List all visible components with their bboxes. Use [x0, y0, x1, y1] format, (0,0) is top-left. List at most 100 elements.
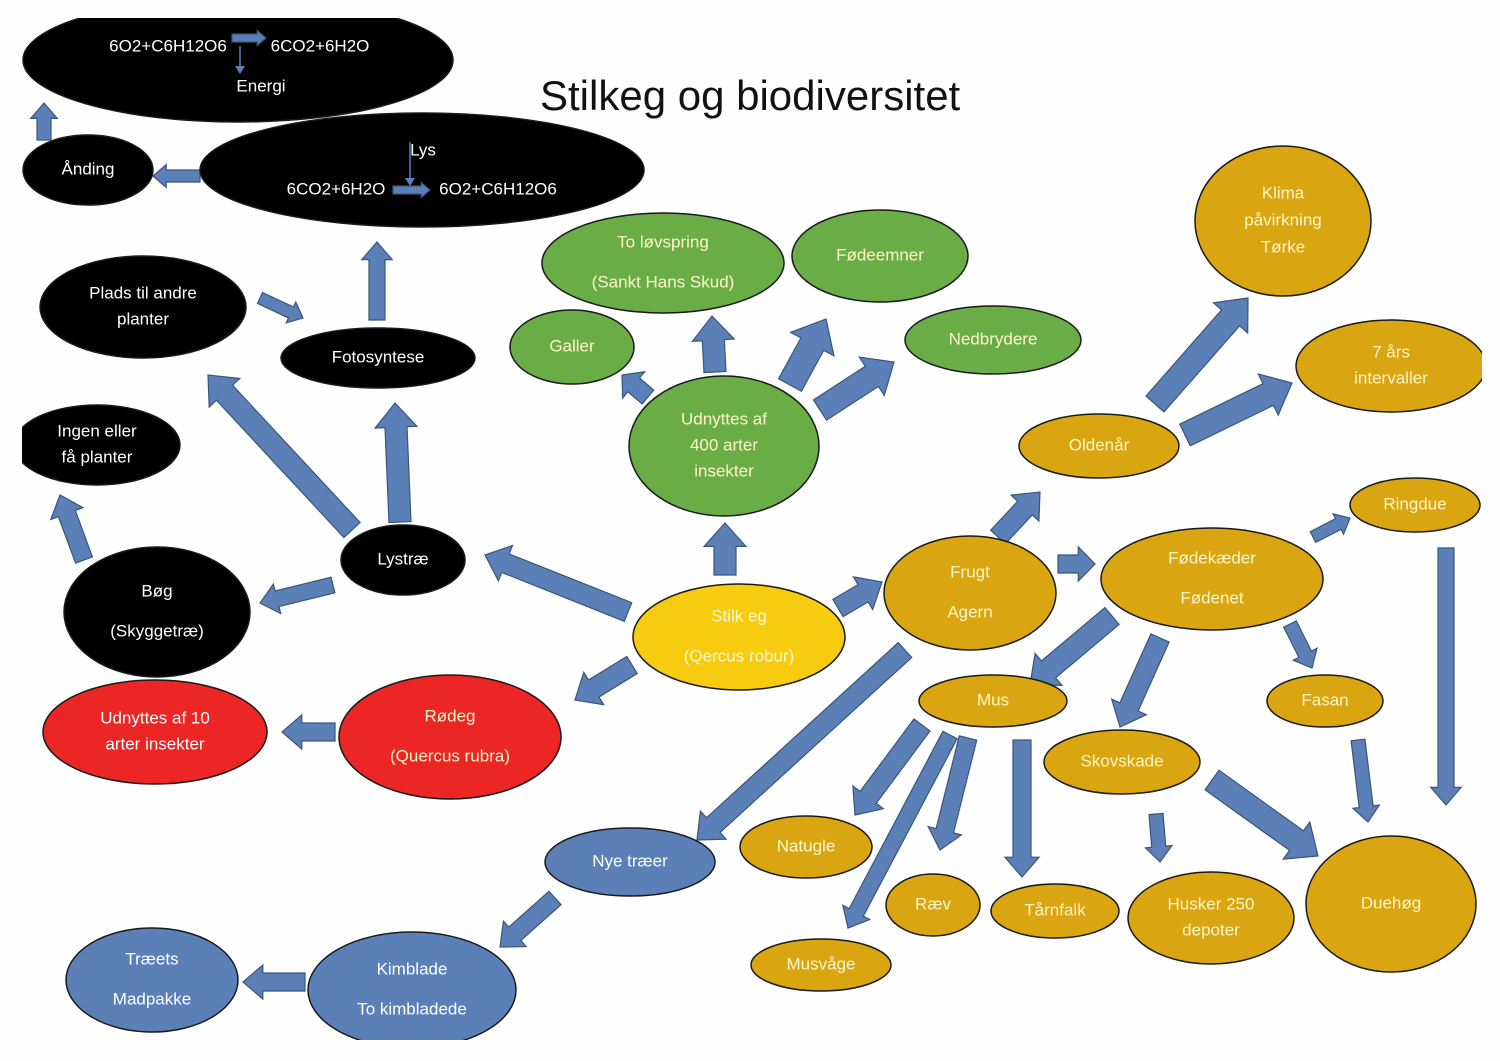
- node-raev[interactable]: Ræv: [885, 873, 981, 937]
- node-label: Duehøg: [1361, 893, 1421, 912]
- node-fasan[interactable]: Fasan: [1266, 674, 1384, 728]
- node-shape: [918, 674, 1068, 728]
- node-label: Energi: [236, 76, 285, 95]
- node-duehog[interactable]: Duehøg: [1305, 835, 1477, 973]
- node-label: Stilk eg: [711, 606, 767, 625]
- node-skovskade[interactable]: Skovskade: [1043, 729, 1201, 795]
- arrow-rodeg-to-udnyttes10: [281, 713, 336, 751]
- node-label: Natugle: [777, 836, 836, 855]
- node-label: Klima: [1262, 183, 1305, 202]
- arrow-frugt-to-oldenaar: [989, 491, 1041, 545]
- node-label: 7 års: [1372, 342, 1410, 361]
- node-label: Musvåge: [787, 954, 856, 973]
- node-label: Frugt: [950, 562, 990, 581]
- arrow-stilkeg-to-rodeg: [574, 655, 639, 706]
- arrow-oldenaar-to-syvaars: [1179, 373, 1293, 447]
- node-bog[interactable]: Bøg (Skyggetræ): [63, 546, 251, 678]
- node-fodeemner[interactable]: Fødeemner: [791, 209, 969, 303]
- node-label: Udnyttes af 10: [100, 708, 210, 727]
- arrow-udnyttes400-to-lovspring: [691, 315, 736, 374]
- energy-arrowhead: [235, 66, 245, 74]
- node-shape: [340, 524, 466, 596]
- node-oldenaar[interactable]: Oldenår: [1018, 413, 1180, 479]
- node-shape: [883, 535, 1057, 651]
- arrow-stilkeg-to-lystrae: [484, 544, 633, 623]
- arrow-fodekaeder-to-fasan: [1282, 620, 1318, 669]
- arrow-lystrae-to-bog: [259, 576, 336, 615]
- node-shape: [750, 938, 892, 992]
- arrow-lystrae-to-fotosyntese: [373, 402, 419, 524]
- node-taarnfalk[interactable]: Tårnfalk: [990, 883, 1120, 939]
- node-lystrae[interactable]: Lystræ: [340, 524, 466, 596]
- arrow-fodekaeder-to-ringdue: [1309, 513, 1351, 544]
- node-label: Ræv: [915, 894, 951, 913]
- node-shape: [904, 305, 1082, 375]
- reaction-arrow: [392, 181, 431, 199]
- arrow-aanding-to-respiration_eq: [29, 102, 59, 141]
- node-shape: [541, 212, 785, 314]
- node-stilkeg[interactable]: Stilk eg(Qercus robur): [632, 583, 846, 691]
- node-mus[interactable]: Mus: [918, 674, 1068, 728]
- diagram-title: Stilkeg og biodiversitet: [540, 72, 961, 119]
- node-label: (Sankt Hans Skud): [592, 272, 735, 291]
- node-nyetraer[interactable]: Nye træer: [544, 827, 716, 897]
- node-shape: [1305, 835, 1477, 973]
- node-galler[interactable]: Galler: [509, 309, 635, 385]
- node-label: planter: [117, 309, 169, 328]
- node-ringdue[interactable]: Ringdue: [1349, 477, 1481, 533]
- arrow-bog-to-ingen: [49, 494, 94, 564]
- arrow-mus-to-raev: [927, 735, 978, 851]
- node-label: intervaller: [1354, 368, 1428, 387]
- node-label: Ingen eller: [57, 421, 137, 440]
- node-label: Husker 250: [1168, 894, 1255, 913]
- node-label: Ånding: [62, 159, 115, 178]
- arrow-frugt-to-nyetraer: [696, 641, 913, 841]
- node-shape: [22, 18, 454, 123]
- node-shape: [544, 827, 716, 897]
- arrow-frugt-to-fodekaeder: [1057, 545, 1096, 583]
- arrow-fasan-to-duehog: [1350, 738, 1381, 823]
- node-label: Lystræ: [377, 549, 428, 568]
- node-label: Galler: [549, 336, 595, 355]
- arrow-photosynthesis_eq-to-aanding: [152, 163, 201, 189]
- node-label: Oldenår: [1069, 435, 1130, 454]
- node-fotosyntese[interactable]: Fotosyntese: [280, 327, 476, 389]
- node-lovspring[interactable]: To løvspring(Sankt Hans Skud): [541, 212, 785, 314]
- node-label: Bøg: [141, 581, 172, 600]
- node-label: Udnyttes af: [681, 409, 767, 428]
- arrow-udnyttes400-to-fodeemner: [777, 318, 835, 393]
- arrow-udnyttes400-to-nedbrydere: [812, 356, 895, 421]
- node-label: Rødeg: [424, 706, 475, 725]
- node-syvaars[interactable]: 7 års intervaller: [1295, 319, 1486, 413]
- node-label: Træets: [125, 949, 178, 968]
- node-nedbrydere[interactable]: Nedbrydere: [904, 305, 1082, 375]
- node-shape: [1194, 145, 1372, 297]
- node-label: Tørke: [1261, 237, 1305, 256]
- arrow-fotosyntese-to-photosynthesis_eq: [360, 241, 394, 321]
- node-musvaage[interactable]: Musvåge: [750, 938, 892, 992]
- node-rodeg[interactable]: Rødeg(Quercus rubra): [338, 674, 562, 800]
- node-natugle[interactable]: Natugle: [739, 815, 873, 879]
- node-label: påvirkning: [1244, 210, 1322, 229]
- node-label: (Skyggetræ): [110, 621, 204, 640]
- arrow-stilkeg-to-udnyttes400: [702, 522, 748, 576]
- node-label: Tårnfalk: [1024, 900, 1086, 919]
- node-aanding[interactable]: Ånding: [22, 134, 154, 206]
- node-shape: [39, 255, 247, 359]
- node-label: Nedbrydere: [949, 329, 1038, 348]
- node-shape: [307, 931, 517, 1040]
- arrow-mus-to-musvaage: [841, 730, 958, 929]
